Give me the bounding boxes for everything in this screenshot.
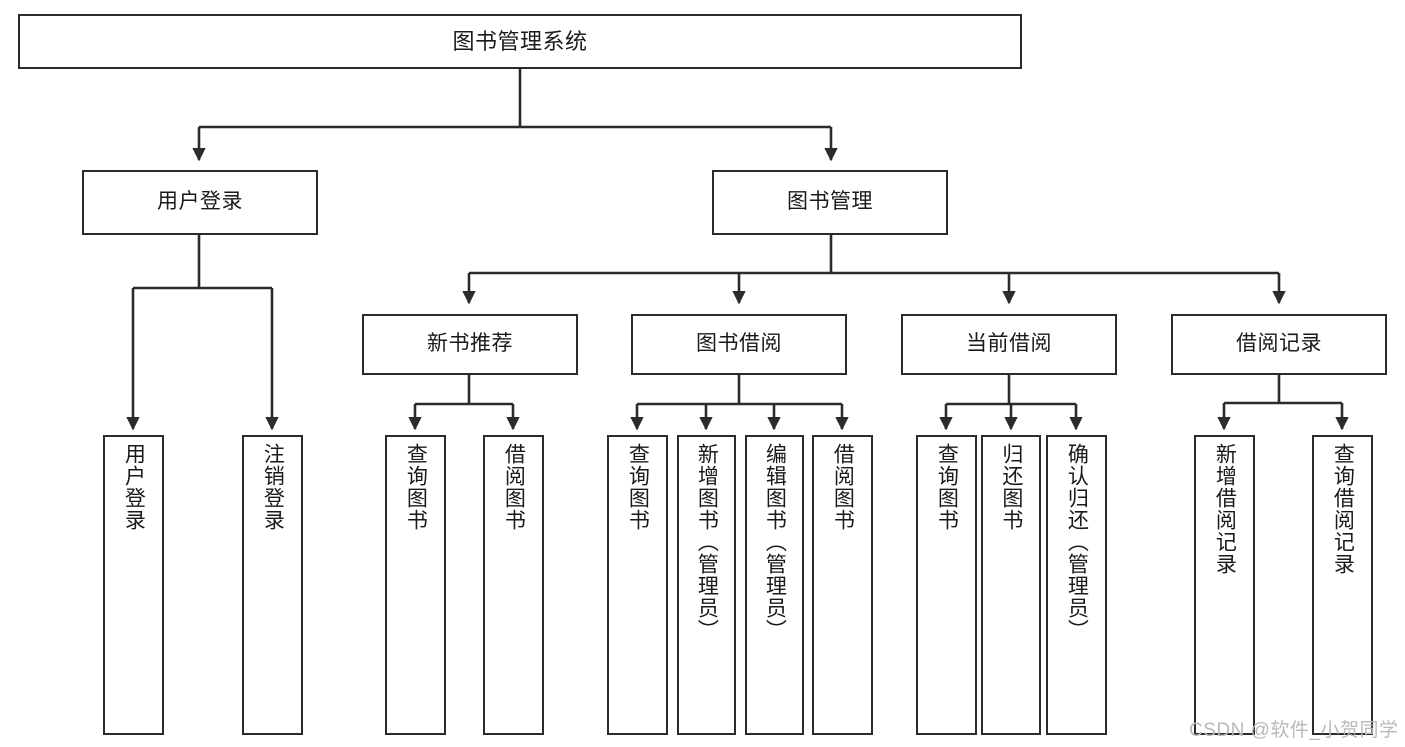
node-label: 查询借阅记录 [1331, 443, 1355, 575]
node-label: 借阅记录 [1236, 332, 1322, 356]
leaf-book-borrow-query-book[interactable]: 查询图书 [607, 435, 668, 735]
leaf-new-book-borrow-book[interactable]: 借阅图书 [483, 435, 544, 735]
leaf-user-login-login[interactable]: 用户登录 [103, 435, 164, 735]
node-book-borrow[interactable]: 图书借阅 [631, 314, 847, 375]
leaf-borrow-record-add-record[interactable]: 新增借阅记录 [1194, 435, 1255, 735]
node-label: 查询图书 [626, 443, 650, 531]
node-label: 查询图书 [935, 443, 959, 531]
node-label: 图书借阅 [696, 332, 782, 356]
node-user-login[interactable]: 用户登录 [82, 170, 318, 235]
node-root-system[interactable]: 图书管理系统 [18, 14, 1022, 69]
node-label: 新书推荐 [427, 332, 513, 356]
node-label: 图书管理系统 [452, 28, 588, 54]
node-label: 新增图书（管理员） [695, 443, 719, 641]
node-label: 图书管理 [787, 190, 873, 214]
node-label: 确认归还（管理员） [1065, 443, 1089, 641]
leaf-current-borrow-confirm-return-admin[interactable]: 确认归还（管理员） [1046, 435, 1107, 735]
node-new-book-recommend[interactable]: 新书推荐 [362, 314, 578, 375]
node-label: 新增借阅记录 [1213, 443, 1237, 575]
leaf-new-book-query-book[interactable]: 查询图书 [385, 435, 446, 735]
node-label: 用户登录 [122, 443, 146, 531]
leaf-current-borrow-query-book[interactable]: 查询图书 [916, 435, 977, 735]
node-label: 借阅图书 [502, 443, 526, 531]
node-label: 用户登录 [157, 190, 243, 214]
node-borrow-record[interactable]: 借阅记录 [1171, 314, 1387, 375]
node-label: 注销登录 [261, 443, 285, 531]
node-label: 编辑图书（管理员） [763, 443, 787, 641]
node-label: 查询图书 [404, 443, 428, 531]
leaf-book-borrow-lend-book[interactable]: 借阅图书 [812, 435, 873, 735]
leaf-book-borrow-edit-book-admin[interactable]: 编辑图书（管理员） [745, 435, 804, 735]
node-book-management[interactable]: 图书管理 [712, 170, 948, 235]
node-label: 当前借阅 [966, 332, 1052, 356]
leaf-current-borrow-return-book[interactable]: 归还图书 [981, 435, 1041, 735]
leaf-book-borrow-add-book-admin[interactable]: 新增图书（管理员） [677, 435, 736, 735]
node-current-borrow[interactable]: 当前借阅 [901, 314, 1117, 375]
node-label: 借阅图书 [831, 443, 855, 531]
node-label: 归还图书 [999, 443, 1023, 531]
leaf-borrow-record-query-record[interactable]: 查询借阅记录 [1312, 435, 1373, 735]
leaf-user-login-logout[interactable]: 注销登录 [242, 435, 303, 735]
